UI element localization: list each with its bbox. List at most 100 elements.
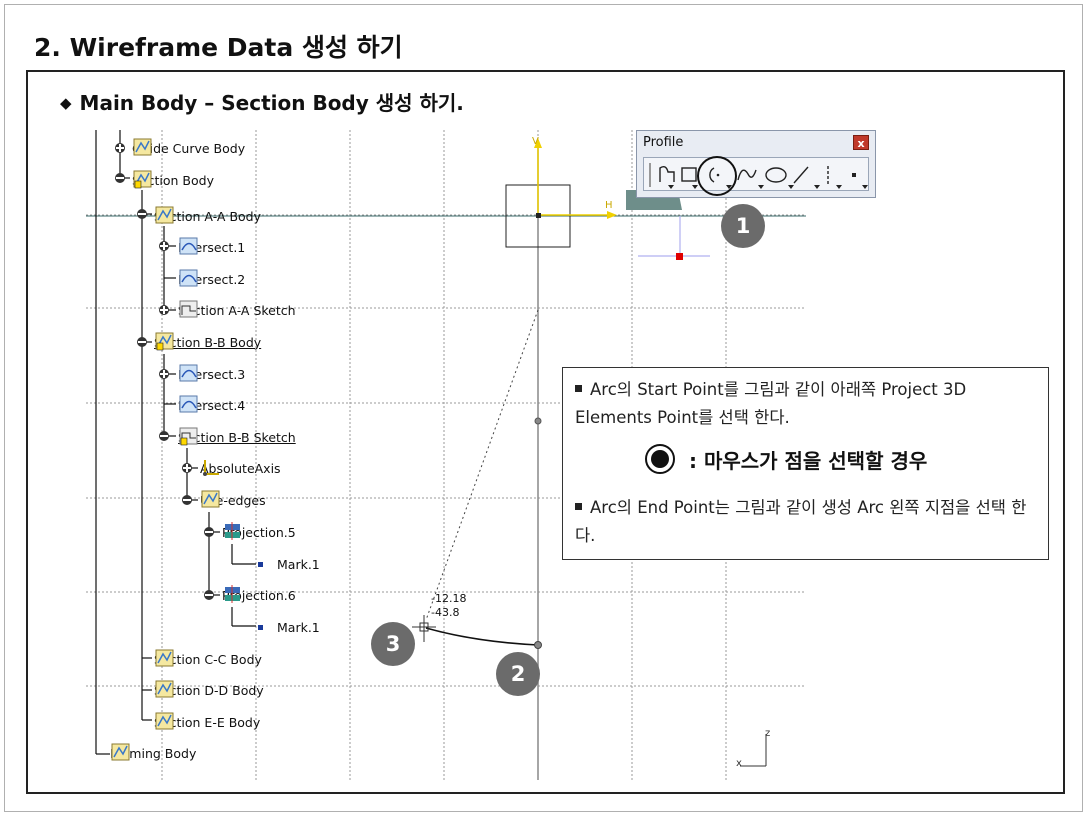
projection-icon [225, 585, 240, 603]
section-heading-text: Main Body – Section Body 생성 하기. [79, 91, 464, 115]
tree-node-absolute-axis[interactable]: AbsoluteAxis [200, 456, 281, 480]
tree-node-section-aa-body[interactable]: Section A-A Body [154, 204, 261, 228]
point-icon [852, 173, 856, 177]
tree-lines [95, 130, 256, 755]
body-icon [201, 490, 220, 508]
callout-3: 3 [371, 622, 415, 666]
tree-node-forming-body[interactable]: Forming Body [110, 741, 196, 765]
body-icon [133, 138, 152, 156]
tree-label: Section Body [132, 172, 214, 188]
selected-point[interactable] [676, 253, 683, 260]
body-icon [155, 332, 174, 351]
toolbar-tools [643, 157, 869, 191]
tree-node-intersect-1[interactable]: Intersect.1 [178, 235, 245, 259]
tree-label: Projection.5 [222, 524, 296, 540]
sketch-icon [179, 427, 198, 446]
tree-node-projection-6[interactable]: Projection.6 [222, 583, 296, 607]
bullet-icon [575, 503, 582, 510]
tree-node-section-bb-sketch[interactable]: Section B-B Sketch [178, 425, 296, 449]
coord-readout-2: -43.8 [431, 606, 460, 619]
v-axis-label: V [532, 136, 539, 147]
compass-x-label: x [736, 758, 742, 769]
note-item-1: Arc의 Start Point를 그림과 같이 아래쪽 Project 3D … [575, 376, 1037, 432]
tree-label: Mark.1 [277, 556, 320, 572]
tree-label: Section A-A Body [154, 208, 262, 224]
tree-node-use-edges[interactable]: Use-edges [200, 488, 266, 512]
legend-text: : 마우스가 점을 선택할 경우 [689, 448, 928, 473]
tree-label: Section D-D Body [154, 682, 264, 698]
body-icon [155, 712, 174, 730]
h-axis-arrow [607, 211, 617, 219]
bullet-icon [575, 385, 582, 392]
callout-1: 1 [721, 204, 765, 248]
body-icon [155, 206, 174, 224]
tree-node-intersect-4[interactable]: Intersect.4 [178, 393, 245, 417]
projection-icon [225, 522, 240, 540]
origin-point [536, 213, 541, 218]
tree-label: Mark.1 [277, 619, 320, 635]
tree-label: Projection.6 [222, 587, 296, 603]
body-icon [111, 743, 130, 761]
note-legend: : 마우스가 점을 선택할 경우 [645, 444, 927, 474]
toolbar-icons [649, 163, 868, 189]
tree-node-intersect-3[interactable]: Intersect.3 [178, 362, 245, 386]
tree-label: Section C-C Body [154, 651, 262, 667]
v-axis-arrow [534, 138, 542, 148]
tree-label: Section A-A Sketch [178, 302, 296, 318]
slide-frame [4, 4, 1083, 812]
tree-node-section-cc-body[interactable]: Section C-C Body [154, 647, 262, 671]
close-button[interactable]: x [853, 135, 869, 150]
tree-expanders [115, 143, 214, 600]
arc-preview [425, 627, 539, 646]
tree-node-mark-1b[interactable]: Mark.1 [256, 615, 320, 639]
tree-node-section-dd-body[interactable]: Section D-D Body [154, 678, 264, 702]
cursor-crosshair [412, 615, 436, 642]
diamond-bullet-icon: ◆ [60, 94, 72, 112]
rectangle-icon [681, 167, 697, 182]
tree-label: Section E-E Body [154, 714, 261, 730]
body-icon [133, 170, 152, 189]
tree-label: Guide Curve Body [132, 140, 246, 156]
h-axis-label: H [605, 200, 613, 211]
toolbar-title: Profile [643, 135, 684, 150]
arc-tool-highlight-ring [697, 156, 737, 196]
tree-node-guide-curve-body[interactable]: Guide Curve Body [132, 136, 245, 160]
tree-label: AbsoluteAxis [200, 460, 281, 476]
tree-node-section-aa-sketch[interactable]: Section A-A Sketch [178, 298, 296, 322]
profile-toolbar[interactable]: Profile x [636, 130, 876, 198]
tree-node-section-bb-body[interactable]: Section B-B Body [154, 330, 261, 354]
note-item-2-text: Arc의 End Point는 그림과 같이 생성 Arc 왼쪽 지점을 선택 … [575, 498, 1027, 545]
page-title: 2. Wireframe Data 생성 하기 [34, 33, 403, 62]
mark-icon [258, 624, 263, 630]
note-item-1-text: Arc의 Start Point를 그림과 같이 아래쪽 Project 3D … [575, 380, 967, 427]
intersect-icon [179, 237, 198, 255]
tree-node-section-ee-body[interactable]: Section E-E Body [154, 710, 260, 734]
tree-node-intersect-2[interactable]: Intersect.2 [178, 267, 245, 291]
mark-icon [258, 561, 263, 567]
line-icon [793, 166, 809, 184]
body-icon [155, 649, 174, 667]
instruction-note: Arc의 Start Point를 그림과 같이 아래쪽 Project 3D … [562, 367, 1049, 560]
note-item-2: Arc의 End Point는 그림과 같이 생성 Arc 왼쪽 지점을 선택 … [575, 494, 1037, 550]
callout-2: 2 [496, 652, 540, 696]
section-heading: ◆ Main Body – Section Body 생성 하기. [60, 87, 464, 116]
body-icon [155, 680, 174, 698]
coord-readout-1: -12.18 [431, 592, 467, 605]
tree-label: Forming Body [110, 745, 197, 761]
tree-label: Section B-B Sketch [178, 429, 296, 445]
compass-icon [740, 734, 767, 767]
tree-node-mark-1a[interactable]: Mark.1 [256, 552, 320, 576]
intersect-icon [179, 269, 198, 287]
tree-node-section-body[interactable]: Section Body [132, 168, 214, 192]
projected-point-upper[interactable] [534, 417, 542, 425]
tree-node-projection-5[interactable]: Projection.5 [222, 520, 296, 544]
intersect-icon [179, 364, 198, 382]
ellipse-icon [765, 167, 787, 183]
projected-point-lower[interactable] [534, 641, 542, 649]
selection-point-icon [645, 444, 675, 474]
profile-tool-icon [659, 165, 675, 182]
sketch-icon [179, 300, 198, 318]
tree-label: Section B-B Body [154, 334, 262, 350]
axis-system-icon [203, 460, 219, 476]
intersect-icon [179, 395, 198, 413]
